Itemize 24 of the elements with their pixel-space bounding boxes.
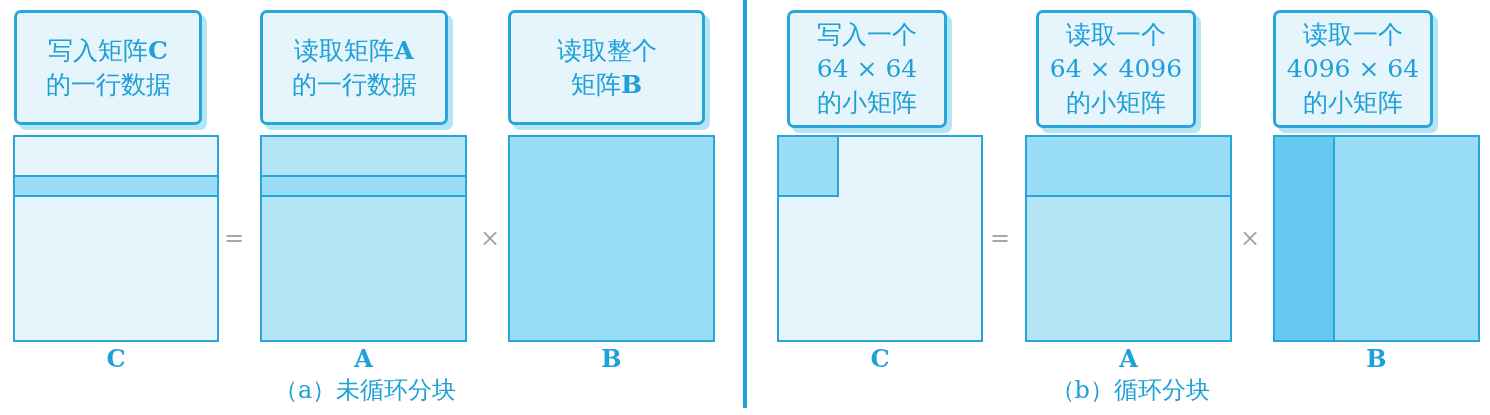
times-sign: × bbox=[480, 224, 501, 252]
callout-text: 读取一个64 × 4096的小矩阵 bbox=[1049, 19, 1183, 119]
matrix-name: C bbox=[105, 344, 127, 373]
matrix-name: B bbox=[600, 344, 623, 373]
panel-caption: （a）未循环分块 bbox=[274, 375, 457, 406]
matrix-drawing bbox=[777, 135, 983, 342]
matrix-drawing bbox=[260, 135, 467, 342]
matrix-name: A bbox=[353, 344, 374, 373]
callout-text: 写入矩阵C的一行数据 bbox=[45, 34, 171, 101]
matrix-drawing bbox=[13, 135, 219, 342]
matrix-drawing bbox=[508, 135, 715, 342]
equals-sign: = bbox=[224, 224, 245, 252]
callout-text: 读取整个矩阵B bbox=[555, 34, 658, 101]
matrix-name: C bbox=[869, 344, 891, 373]
callout-text: 读取一个4096 × 64的小矩阵 bbox=[1286, 19, 1420, 119]
matrix-drawing bbox=[1273, 135, 1480, 342]
panel-caption: （b）循环分块 bbox=[1050, 375, 1210, 406]
times-sign: × bbox=[1240, 224, 1261, 252]
matrix-name: B bbox=[1365, 344, 1388, 373]
matrix-drawing bbox=[1025, 135, 1232, 342]
matrix-name: A bbox=[1118, 344, 1139, 373]
callout-text: 读取矩阵A的一行数据 bbox=[291, 34, 417, 101]
equals-sign: = bbox=[990, 224, 1011, 252]
callout-text: 写入一个64 × 64的小矩阵 bbox=[816, 19, 918, 119]
